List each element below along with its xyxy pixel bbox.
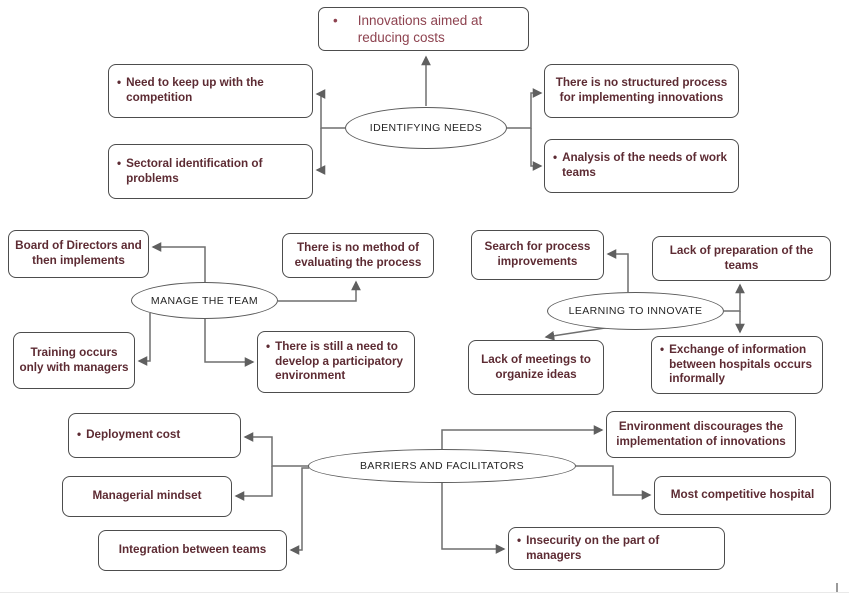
bullet-marker: •: [517, 533, 522, 547]
node-text: Deployment cost: [86, 428, 181, 442]
node-lack-of-meetings: Lack of meetings to organize ideas: [468, 340, 604, 395]
node-text: There is no structured process for imple…: [555, 76, 728, 104]
edge-team-evaluation: [278, 280, 361, 302]
node-keep-up-competition: • Need to keep up with the competition: [108, 64, 313, 118]
hub-manage-the-team: MANAGE THE TEAM: [131, 282, 278, 319]
edge-needs-sectoral: [315, 128, 326, 175]
edge-barriers-insecurity: [441, 483, 506, 554]
edge-team-board: [151, 242, 206, 282]
node-sectoral-identification: • Sectoral identification of problems: [108, 144, 313, 199]
edge-learn-preparation: [724, 283, 745, 312]
node-text: Need to keep up with the competition: [126, 76, 264, 104]
node-innovations-reducing-costs: • Innovations aimed at reducing costs: [318, 7, 529, 51]
node-managerial-mindset: Managerial mindset: [62, 476, 232, 517]
bullet-marker: •: [333, 12, 338, 28]
node-text: There is no method of evaluating the pro…: [294, 240, 422, 269]
hub-learning-to-innovate: LEARNING TO INNOVATE: [547, 292, 724, 330]
hub-identifying-needs: IDENTIFYING NEEDS: [345, 107, 507, 149]
node-text: Lack of meetings to organize ideas: [481, 352, 591, 381]
node-text: Sectoral identification of problems: [126, 156, 263, 185]
hub-label: BARRIERS AND FACILITATORS: [359, 460, 525, 472]
edge-needs-competition: [315, 89, 345, 129]
edge-needs-analysis: [530, 128, 543, 171]
node-informal-exchange: • Exchange of information between hospita…: [651, 336, 823, 394]
edge-team-participatory: [204, 319, 255, 367]
edge-learn-search: [606, 249, 629, 292]
node-text: Most competitive hospital: [670, 488, 815, 502]
bullet-marker: •: [117, 76, 122, 90]
node-text: Lack of preparation of the teams: [669, 243, 814, 272]
node-lack-preparation-teams: Lack of preparation of the teams: [652, 236, 831, 281]
node-participatory-environment: • There is still a need to develop a part…: [257, 331, 415, 393]
hub-label: LEARNING TO INNOVATE: [568, 305, 703, 317]
node-environment-discourages: Environment discourages the implementati…: [606, 411, 796, 458]
edge-barriers-integration: [289, 467, 309, 555]
node-text: Environment discourages the implementati…: [616, 419, 786, 448]
node-no-evaluation-method: There is no method of evaluating the pro…: [282, 233, 434, 278]
edge-barriers-competitive: [576, 465, 652, 500]
edge-barriers-environment: [441, 425, 604, 449]
edge-needs-structured-process: [507, 88, 543, 129]
node-text: Board of Directors and then implements: [15, 239, 142, 267]
bullet-marker: •: [266, 339, 271, 353]
node-board-of-directors: Board of Directors and then implements: [8, 230, 149, 278]
node-text: Analysis of the needs of work teams: [562, 151, 728, 179]
hub-label: MANAGE THE TEAM: [150, 294, 259, 307]
hub-label: IDENTIFYING NEEDS: [369, 122, 483, 134]
image-edge-artifact: [836, 583, 838, 592]
node-most-competitive-hospital: Most competitive hospital: [654, 476, 831, 515]
edge-barriers-deployment: [243, 432, 309, 467]
node-text: Innovations aimed at reducing costs: [357, 12, 483, 45]
node-integration-between-teams: Integration between teams: [98, 530, 287, 571]
hub-barriers-and-facilitators: BARRIERS AND FACILITATORS: [308, 449, 576, 483]
node-text: Search for process improvements: [484, 240, 591, 268]
node-text: Managerial mindset: [92, 489, 202, 503]
node-deployment-cost: • Deployment cost: [68, 413, 241, 458]
node-text: Insecurity on the part of managers: [526, 533, 660, 562]
node-no-structured-process: There is no structured process for imple…: [544, 64, 739, 118]
node-text: Exchange of information between hospital…: [669, 342, 812, 386]
node-text: Integration between teams: [118, 543, 267, 557]
edge-barriers-managerial: [234, 466, 273, 501]
edge-team-training: [137, 313, 151, 366]
bullet-marker: •: [77, 428, 82, 442]
node-training-only-managers: Training occurs only with managers: [13, 332, 135, 389]
node-insecurity-managers: • Insecurity on the part of managers: [508, 527, 725, 570]
node-analysis-work-teams: • Analysis of the needs of work teams: [544, 139, 739, 193]
node-text: There is still a need to develop a parti…: [275, 339, 404, 383]
bullet-marker: •: [660, 342, 665, 356]
node-text: Training occurs only with managers: [19, 345, 129, 374]
bullet-marker: •: [553, 151, 558, 165]
bullet-marker: •: [117, 156, 122, 170]
node-search-process-improvements: Search for process improvements: [471, 230, 604, 280]
